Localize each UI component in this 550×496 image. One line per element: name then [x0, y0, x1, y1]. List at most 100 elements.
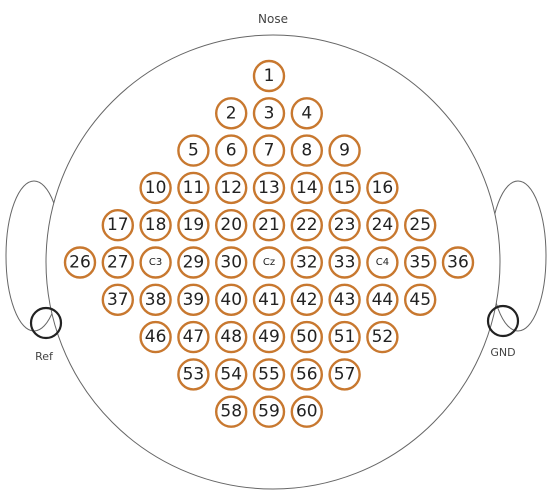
electrode-label: 58: [220, 402, 242, 422]
electrode-ring: [328, 134, 361, 167]
electrode-label: 3: [264, 103, 275, 123]
electrode-ring: [328, 358, 361, 391]
electrode-label: 37: [107, 290, 129, 310]
electrode-ring: [101, 246, 135, 279]
electrode-label: 54: [220, 364, 242, 384]
electrode-label: 15: [334, 178, 356, 198]
electrode-label: 60: [296, 402, 318, 422]
electrode-ring: [214, 283, 248, 316]
electrode-label: 49: [258, 327, 280, 347]
electrode-ring: [290, 246, 323, 279]
ref-electrode: [29, 306, 63, 340]
electrode-ring: [252, 208, 286, 242]
electrode-label: 29: [183, 253, 205, 273]
electrode-label: 10: [145, 178, 167, 198]
electrode-label: 4: [301, 103, 312, 123]
electrode-ring: [404, 208, 437, 242]
electrode-ring: [214, 208, 248, 242]
electrode-label: 12: [220, 178, 242, 198]
electrode-label: 44: [372, 290, 394, 310]
electrode-ring: [366, 171, 399, 205]
gnd-electrode: [486, 304, 520, 338]
electrode-label: 25: [409, 215, 431, 235]
electrode-label: 21: [258, 215, 280, 235]
electrode-ring: [290, 395, 323, 428]
electrode-label: 43: [334, 290, 356, 310]
electrode-ring: [139, 320, 172, 354]
electrode-ring: [366, 208, 399, 242]
electrode-ring: [328, 320, 361, 354]
nose-label: Nose: [258, 12, 288, 26]
electrode-ring: [290, 320, 323, 354]
electrode-label: 11: [183, 178, 205, 198]
electrode-ring: [328, 208, 361, 242]
electrode-ring: [366, 246, 399, 279]
electrode-ring: [177, 246, 210, 279]
electrode-ring: [404, 246, 437, 279]
electrode-label: 32: [296, 253, 318, 273]
electrode-ring: [290, 283, 323, 316]
electrode-ring: [252, 246, 286, 279]
electrode-ring: [139, 171, 172, 205]
electrode-label: 9: [339, 141, 350, 161]
electrode-ring: [328, 171, 361, 205]
electrode-label: 59: [258, 402, 280, 422]
electrode-label: 7: [264, 141, 275, 161]
electrode-ring: [214, 358, 248, 391]
electrode-label: 46: [145, 327, 167, 347]
electrode-ring: [101, 283, 135, 316]
electrode-label: 52: [372, 327, 394, 347]
electrode-label: 41: [258, 290, 280, 310]
electrode-label: 26: [69, 253, 91, 273]
electrode-label: 22: [296, 215, 318, 235]
electrode-label: 57: [334, 364, 356, 384]
electrode-ring: [252, 283, 286, 316]
electrode-ring: [177, 283, 210, 316]
electrode-label: 56: [296, 364, 318, 384]
electrode-label: 5: [188, 141, 199, 161]
electrode-label: 17: [107, 215, 129, 235]
electrode-ring: [290, 97, 323, 130]
electrode-label: 18: [145, 215, 167, 235]
electrode-ring: [177, 320, 210, 354]
electrode-label: 24: [372, 215, 394, 235]
electrode-ring: [63, 246, 97, 279]
electrode-ring: [214, 320, 248, 354]
electrode-label: 40: [220, 290, 242, 310]
electrode-label: 55: [258, 364, 280, 384]
electrode-ring: [177, 358, 210, 391]
electrode-ring: [214, 246, 248, 279]
electrode-label: 20: [220, 215, 242, 235]
electrode-ring: [290, 134, 323, 167]
electrode-label: C3: [149, 257, 162, 268]
electrode-ring: [214, 171, 248, 205]
electrode-ring: [404, 283, 437, 316]
electrode-label: 6: [226, 141, 237, 161]
electrode-ring: [139, 208, 172, 242]
ref-label: Ref: [35, 350, 54, 363]
electrode-ring: [252, 59, 286, 93]
electrode-label: 14: [296, 178, 318, 198]
electrode-label: 19: [183, 215, 205, 235]
electrode-label: 30: [220, 253, 242, 273]
electrode-label: 47: [183, 327, 205, 347]
electrode-ring: [328, 283, 361, 316]
electrode-label: 48: [220, 327, 242, 347]
electrode-ring: [252, 320, 286, 354]
electrode-ring: [441, 246, 475, 279]
electrode-ring: [214, 395, 248, 428]
electrode-ring: [290, 208, 323, 242]
electrode-ring: [328, 246, 361, 279]
electrode-ring: [214, 97, 248, 130]
electrode-label: 23: [334, 215, 356, 235]
electrode-ring: [252, 171, 286, 205]
electrode-label: 50: [296, 327, 318, 347]
electrode-ring: [177, 171, 210, 205]
electrode-ring: [366, 320, 399, 354]
electrode-ring: [252, 134, 286, 167]
electrode-ring: [214, 134, 248, 167]
electrode-ring: [252, 358, 286, 391]
electrode-label: 33: [334, 253, 356, 273]
